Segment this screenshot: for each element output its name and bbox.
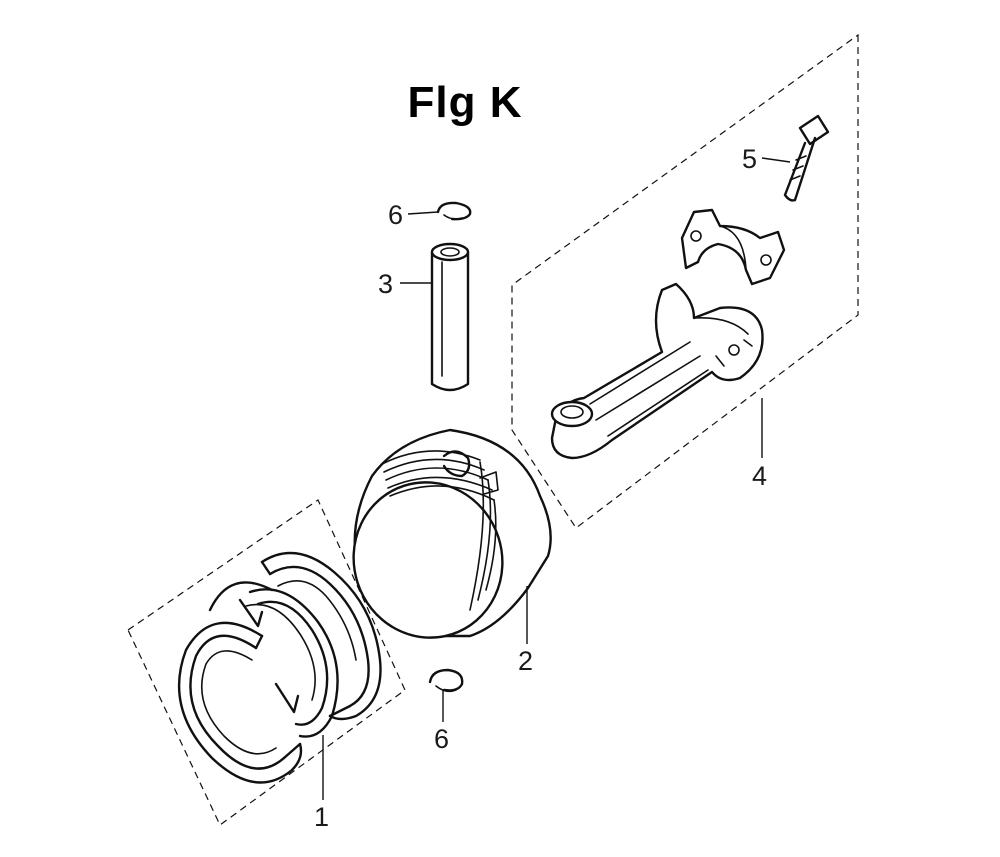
figure-title: Flg K: [407, 78, 523, 127]
callout-piston-pin: 3: [378, 269, 393, 299]
callout-ring-set: 1: [314, 802, 329, 832]
callout-rod-bolt: 5: [742, 144, 757, 174]
connecting-rod: [550, 282, 764, 460]
rod-bolt: [783, 114, 830, 202]
pin-clip-top: [436, 201, 472, 221]
leader-6-top: [407, 211, 439, 215]
callout-connecting-rod: 4: [752, 461, 767, 491]
piston: [352, 428, 552, 639]
callout-pin-clip-bottom: 6: [434, 724, 449, 754]
rod-cap: [680, 208, 786, 286]
leader-5: [761, 157, 791, 163]
callout-pin-clip-top: 6: [388, 200, 403, 230]
callout-piston: 2: [518, 646, 533, 676]
rod-group-frame: [511, 33, 859, 529]
pin-clip-bottom: [428, 668, 464, 693]
piston-rings: [177, 551, 382, 784]
piston-pin: [430, 242, 470, 392]
